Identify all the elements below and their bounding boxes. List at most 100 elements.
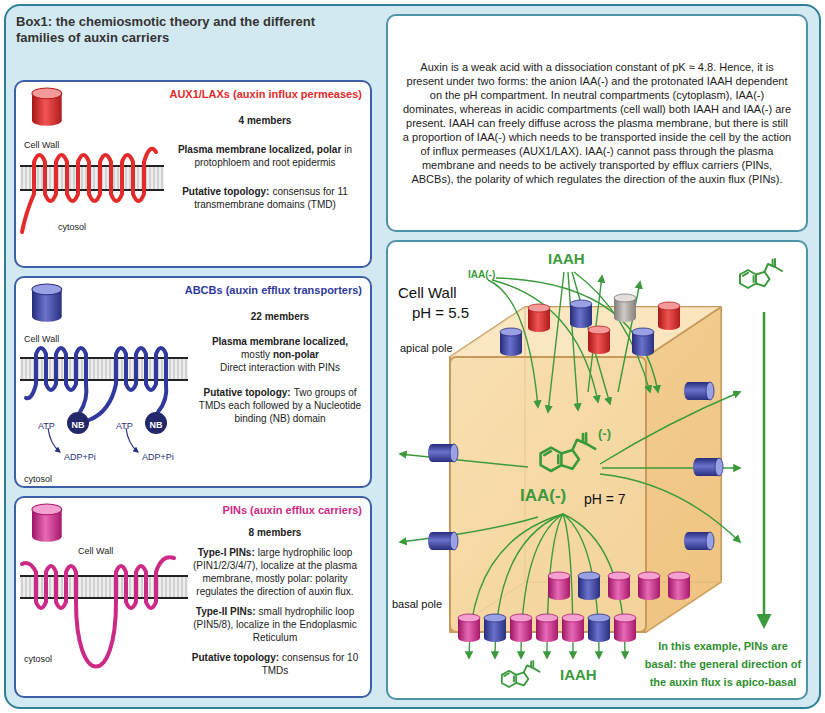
panel-title: PINs (auxin efflux carriers) bbox=[223, 504, 362, 516]
text-paragraph: Putative topology:consensus for 10 TMDs bbox=[182, 651, 368, 677]
atp-label: ATP bbox=[38, 421, 55, 431]
adp-label: ADP+Pi bbox=[64, 452, 96, 462]
molecule-label: IAA(-) bbox=[520, 486, 566, 505]
pole-label: apical pole bbox=[400, 342, 453, 354]
svg-use bbox=[428, 444, 458, 462]
label-wrap: cytosol bbox=[24, 648, 52, 666]
domain-label: NB bbox=[72, 420, 85, 430]
bold-text: Plasma membrane localized, polar bbox=[178, 144, 341, 155]
svg-use bbox=[32, 88, 62, 126]
ph-label: pH = 7 bbox=[584, 491, 626, 507]
title-wrap: ABCBs (auxin efflux transporters) bbox=[72, 284, 362, 297]
aux-illustration bbox=[16, 82, 370, 266]
label-wrap: IAAH bbox=[560, 666, 597, 684]
svg-path bbox=[646, 307, 721, 357]
outer-box: AUX1/LAXs (auxin influx permeases) 4 memb… bbox=[4, 4, 821, 709]
svg-use bbox=[614, 294, 636, 322]
svg-use bbox=[658, 302, 680, 330]
svg-use bbox=[536, 614, 558, 642]
svg-path bbox=[496, 278, 658, 392]
label-wrap: apical pole bbox=[400, 338, 453, 356]
svg-path bbox=[763, 312, 766, 626]
svg-path bbox=[450, 307, 721, 632]
membrane-label: Cell Wall bbox=[78, 546, 113, 556]
carrier-panel: ABCBs (auxin efflux transporters) 22 memb… bbox=[14, 276, 372, 488]
text-paragraph: 8 members bbox=[182, 526, 368, 539]
label-wrap: basal pole bbox=[392, 594, 442, 612]
svg-circle bbox=[67, 412, 89, 434]
text-paragraph: 4 members bbox=[164, 114, 366, 127]
label-wrap: NB bbox=[150, 414, 163, 432]
molecule-label: IAAH bbox=[548, 250, 585, 267]
svg-use bbox=[32, 504, 62, 542]
text-paragraph: 22 members bbox=[194, 310, 366, 323]
svg-path bbox=[600, 392, 740, 464]
bold-text: Type-II PINs: bbox=[196, 606, 256, 617]
svg-use bbox=[638, 572, 660, 600]
molecule-label: IAA(-) bbox=[468, 269, 495, 280]
pin-illustration bbox=[16, 498, 370, 696]
svg-path bbox=[600, 474, 740, 542]
svg-use bbox=[588, 614, 610, 642]
label-wrap: Cell Wall bbox=[398, 284, 457, 302]
bold-text: non-polar bbox=[273, 349, 319, 360]
text-paragraph: Type-I PINs:large hydrophilic loop (PIN1… bbox=[182, 546, 368, 598]
caption-wrap: In this example, PINs are basal: the gen… bbox=[642, 636, 804, 690]
label-wrap: (-) bbox=[598, 424, 611, 442]
membrane-label: cytosol bbox=[24, 654, 52, 664]
info-wrap: Auxin is a weak acid with a dissociation… bbox=[388, 16, 806, 230]
label-wrap: NB bbox=[72, 414, 85, 432]
carrier-panel: AUX1/LAXs (auxin influx permeases) 4 memb… bbox=[14, 80, 372, 268]
text-paragraph: Putative topology:Two groups of TMDs eac… bbox=[194, 386, 366, 425]
svg-use bbox=[578, 572, 600, 600]
svg-path bbox=[22, 557, 174, 666]
charge-label: (-) bbox=[598, 426, 611, 441]
svg-use bbox=[588, 326, 610, 354]
svg-use bbox=[608, 572, 630, 600]
svg-use bbox=[428, 532, 458, 550]
svg-use bbox=[632, 328, 654, 356]
body-text: Direct interaction with PINs bbox=[194, 361, 366, 374]
label-wrap: IAA(-) bbox=[520, 486, 566, 506]
label-wrap: pH = 7 bbox=[584, 490, 626, 508]
svg-use bbox=[541, 433, 596, 471]
svg-circle bbox=[145, 412, 167, 434]
box-title: Box1: the chemiosmotic theory and the di… bbox=[16, 14, 315, 45]
label-wrap: Cell Wall bbox=[78, 540, 113, 558]
title-wrap: AUX1/LAXs (auxin influx permeases) bbox=[72, 88, 362, 101]
label-wrap: cytosol bbox=[24, 468, 52, 486]
illustration-panel: In this example, PINs are basal: the gen… bbox=[386, 240, 808, 700]
body-text: mostly bbox=[241, 349, 270, 360]
info-text: Auxin is a weak acid with a dissociation… bbox=[402, 60, 792, 186]
svg-use bbox=[500, 328, 522, 356]
svg-use bbox=[614, 614, 636, 642]
adp-label: ADP+Pi bbox=[142, 452, 174, 462]
text-column: 22 membersPlasma membrane localized,most… bbox=[194, 310, 366, 425]
svg-use bbox=[32, 284, 62, 322]
ph-label: pH = 5.5 bbox=[412, 304, 469, 321]
text-paragraph: Plasma membrane localized, polarin proto… bbox=[164, 143, 366, 169]
label-wrap: IAA(-) bbox=[468, 264, 495, 282]
membrane-label: Cell Wall bbox=[24, 140, 59, 150]
text-column: 4 membersPlasma membrane localized, pola… bbox=[164, 114, 366, 211]
caption-text: In this example, PINs are basal: the gen… bbox=[645, 640, 801, 688]
svg-use bbox=[458, 614, 480, 642]
svg-use bbox=[502, 661, 540, 687]
bold-text: 4 members bbox=[239, 115, 292, 126]
title-wrap: Box1: the chemiosmotic theory and the di… bbox=[16, 14, 366, 46]
panel-title: ABCBs (auxin efflux transporters) bbox=[185, 284, 362, 296]
label-wrap: pH = 5.5 bbox=[412, 304, 469, 322]
label-wrap: ATP bbox=[116, 415, 133, 433]
bold-text: 8 members bbox=[249, 527, 302, 538]
svg-use bbox=[484, 614, 506, 642]
label-wrap: ATP bbox=[38, 415, 55, 433]
svg-path bbox=[89, 348, 166, 420]
svg-use bbox=[668, 572, 690, 600]
svg-use bbox=[510, 614, 532, 642]
svg-use bbox=[570, 300, 592, 328]
text-paragraph: Putative topology:consensus for 11 trans… bbox=[164, 185, 366, 211]
svg-path bbox=[450, 307, 721, 632]
svg-use bbox=[740, 259, 782, 288]
info-box: Auxin is a weak acid with a dissociation… bbox=[386, 14, 808, 232]
domain-label: NB bbox=[150, 420, 163, 430]
